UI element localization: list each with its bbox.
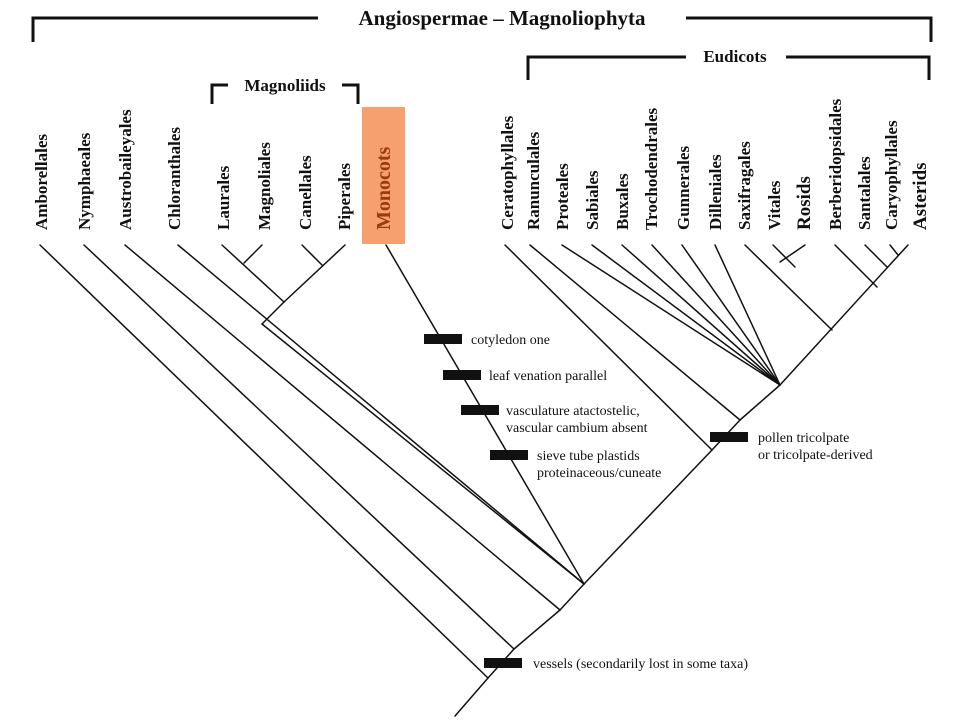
branch-chloranthales (177, 244, 585, 585)
taxon-laurales: Laurales (214, 165, 233, 230)
branch-trochodendrales (651, 244, 781, 386)
eudicots-label: Eudicots (703, 47, 767, 66)
branch-gunnerales (681, 244, 781, 386)
taxon-asterids: Asterids (910, 162, 931, 230)
character-bars (424, 334, 748, 668)
taxon-piperales: Piperales (335, 163, 354, 230)
branch-laurales (221, 244, 285, 303)
taxon-austrobaileyales: Austrobaileyales (116, 109, 135, 230)
bar-vessels (484, 658, 522, 668)
branch-amborellales (39, 244, 489, 679)
taxon-buxales: Buxales (613, 173, 632, 230)
taxon-proteales: Proteales (553, 163, 572, 230)
bar-leaf-venation (443, 370, 481, 380)
bar-sieve-tube (490, 450, 528, 460)
bar-vasculature (461, 405, 499, 415)
label-pollen-1: pollen tricolpate (758, 431, 849, 446)
taxon-caryophyllales: Caryophyllales (882, 120, 901, 230)
character-labels: cotyledon one leaf venation parallel vas… (471, 333, 873, 672)
branch-magnoliales (243, 244, 263, 264)
branch-main-4 (583, 449, 713, 585)
label-vessels: vessels (secondarily lost in some taxa) (533, 657, 748, 672)
branch-sabiales (591, 244, 781, 386)
branch-nymphaeales (83, 244, 515, 650)
taxon-canellales: Canellales (296, 155, 315, 230)
taxon-vitales: Vitales (765, 180, 784, 230)
branch-ceratophyllales (504, 244, 713, 451)
branch-austrobaileyales (124, 244, 561, 611)
taxon-magnoliales: Magnoliales (255, 142, 274, 230)
label-sieve-1: sieve tube plastids (537, 449, 640, 464)
branch-eudicot-core (739, 384, 781, 421)
taxon-dilleniales: Dilleniales (706, 154, 725, 230)
label-cotyledon: cotyledon one (471, 333, 550, 348)
taxon-monocots: Monocots (373, 146, 395, 230)
taxon-chloranthales: Chloranthales (165, 127, 184, 230)
taxon-trochodendrales: Trochodendrales (642, 107, 661, 230)
magnoliids-bracket (210, 83, 360, 104)
label-pollen-2: or tricolpate-derived (758, 448, 873, 463)
branch-main-2 (513, 609, 561, 650)
label-sieve-2: proteinaceous/cuneate (537, 466, 661, 481)
branch-main-3 (559, 583, 585, 611)
label-vasculature-1: vasculature atactostelic, (506, 404, 640, 419)
taxon-ceratophyllales: Ceratophyllales (498, 115, 517, 230)
taxon-nymphaeales: Nymphaeales (75, 132, 94, 230)
branch-ranunculales (529, 244, 741, 421)
label-leaf-venation: leaf venation parallel (489, 369, 607, 384)
branch-proteales (561, 244, 781, 386)
magnoliids-label: Magnoliids (244, 76, 326, 95)
taxon-sabiales: Sabiales (583, 170, 602, 230)
taxon-berberidopsidales: Berberidopsidales (826, 98, 845, 230)
taxon-labels: Amborellales Nymphaeales Austrobaileyale… (32, 98, 931, 230)
branch-rosids-stem (779, 244, 806, 263)
taxon-santalales: Santalales (855, 156, 874, 230)
bar-cotyledon (424, 334, 462, 344)
branch-core-eudicots (779, 244, 909, 386)
eudicots-bracket (526, 55, 931, 80)
angiospermae-bracket (31, 16, 933, 42)
branch-root (454, 677, 489, 717)
taxon-rosids: Rosids (794, 176, 815, 230)
branch-dilleniales (714, 244, 781, 386)
diagram-title: Angiospermae – Magnoliophyta (358, 6, 646, 30)
monocots-highlight (362, 107, 405, 244)
taxon-saxifragales: Saxifragales (735, 141, 754, 230)
branch-canpip-stem (283, 244, 346, 303)
branch-saxifragales (744, 244, 833, 331)
label-vasculature-2: vascular cambium absent (506, 421, 648, 436)
tree-branches (39, 244, 909, 717)
branch-buxales (621, 244, 781, 386)
taxon-amborellales: Amborellales (32, 134, 51, 230)
branch-berberidopsidales (834, 244, 878, 288)
branch-caryophyllales (889, 244, 899, 256)
branch-magnoliids-stem (261, 323, 585, 585)
branch-laur-mag (261, 301, 285, 325)
taxon-ranunculales: Ranunculales (524, 131, 543, 230)
taxon-gunnerales: Gunnerales (674, 146, 693, 230)
bar-pollen (710, 432, 748, 442)
branch-vitales (772, 244, 796, 268)
branch-canellales (301, 244, 323, 266)
branch-santalales (864, 244, 888, 268)
